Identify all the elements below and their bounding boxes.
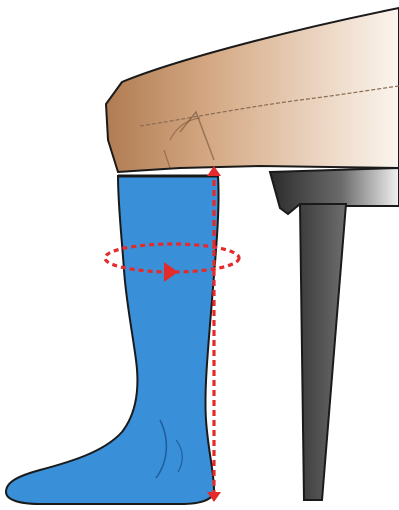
leg-icon <box>6 176 219 504</box>
thigh-icon <box>106 8 399 172</box>
chair-icon <box>270 168 399 500</box>
